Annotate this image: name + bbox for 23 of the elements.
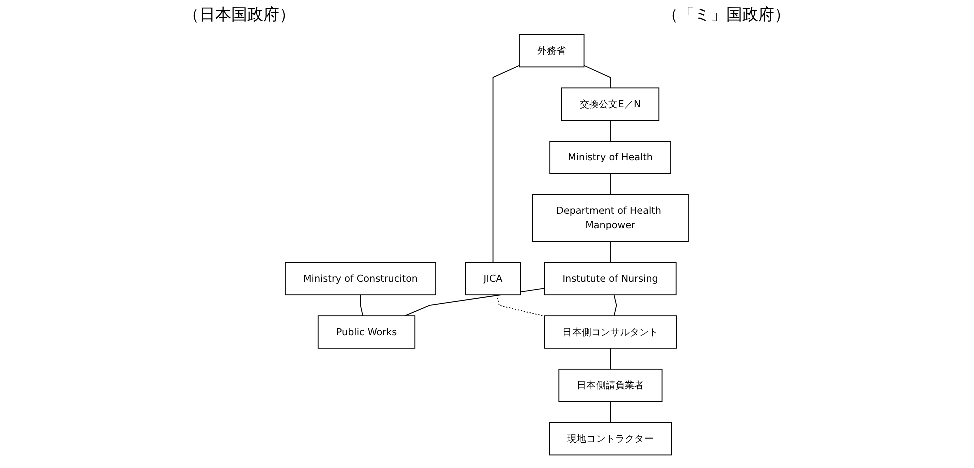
node-box: 現地コントラクター	[549, 422, 672, 456]
connector	[496, 294, 546, 317]
node-box: 交換公文E／N	[561, 88, 660, 121]
node-box: 日本側請負業者	[558, 369, 663, 402]
node-box: 外務省	[519, 34, 585, 68]
node-box: JICA	[465, 262, 522, 296]
connector	[610, 173, 611, 196]
connector	[492, 65, 520, 264]
node-box: Ministry of Health	[550, 141, 672, 174]
connector	[614, 294, 618, 317]
connector	[610, 241, 611, 264]
connector	[610, 348, 612, 370]
node-box: Department of Health Manpower	[532, 194, 689, 242]
node-box: 日本側コンサルタント	[544, 316, 678, 349]
node-box: Public Works	[318, 316, 416, 349]
column-heading: （「ミ」国政府）	[662, 4, 790, 26]
connector	[360, 294, 364, 317]
node-box: Instutute of Nursing	[544, 262, 677, 296]
node-box: Ministry of Construciton	[285, 262, 436, 296]
column-heading: （日本国政府）	[184, 4, 296, 26]
connector	[584, 65, 611, 89]
connector	[610, 120, 611, 142]
connector	[610, 401, 612, 424]
